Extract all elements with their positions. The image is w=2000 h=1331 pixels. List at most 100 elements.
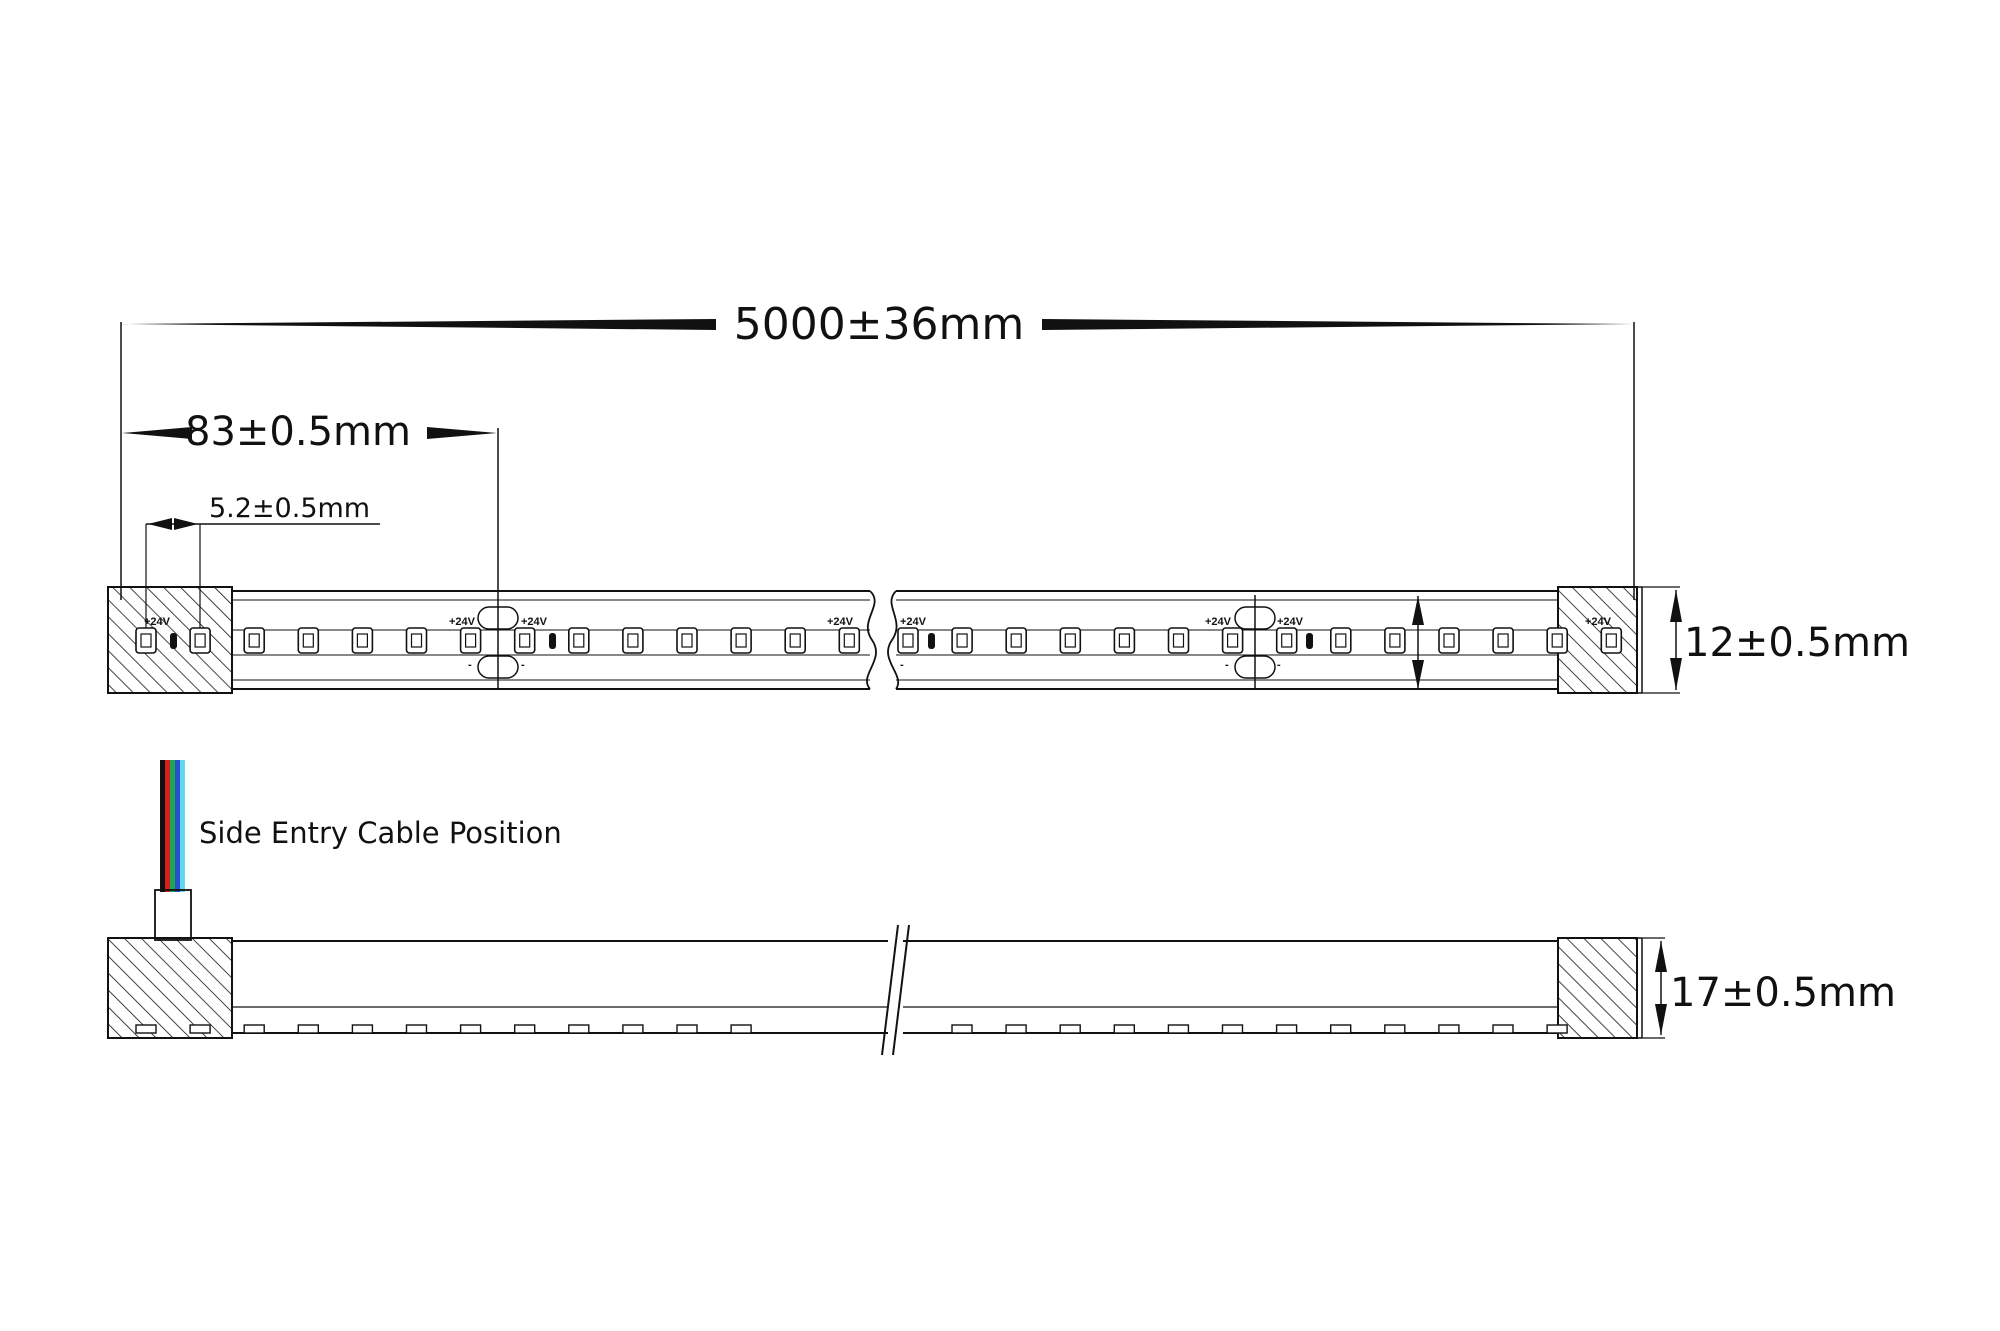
voltage-mark: +24V [1585,616,1612,628]
overall-length-label: 5000±36mm [734,299,1025,350]
pitch-arrow-left [148,518,172,530]
end-cap-right [1557,586,1638,694]
end-cap-left-side [107,937,233,1039]
cable-wires [160,760,185,892]
width-label: 12±0.5mm [1684,620,1910,666]
led-chip [351,627,374,654]
led-chip-side [351,1024,374,1034]
resistor [1306,633,1313,649]
strip-top-view: +24V +24V +24V +24V +24V +24V +24V +24V … [107,586,1643,694]
led-chip [459,627,482,654]
break-line-right [887,590,899,690]
led-chip [243,627,265,654]
overall-length-dimension: 5000±36mm [120,299,1635,600]
led-chip [622,627,644,654]
led-chip-side [514,1024,536,1034]
led-chip [297,627,320,654]
cable-wire [170,760,175,892]
led-chip [838,627,861,654]
voltage-mark: +24V [521,616,548,628]
led-chip-side [1438,1024,1460,1034]
cut-arrow-right [427,427,497,439]
led-chip-side [1167,1024,1190,1034]
strip-side-view [107,924,1643,1056]
resistor [928,633,935,649]
led-chip-side [243,1024,265,1034]
height-label: 17±0.5mm [1670,970,1896,1016]
resistor [549,633,556,649]
minus-mark: - [468,659,472,671]
cable-wire [180,760,185,892]
voltage-mark: +24V [827,616,854,628]
break-slash-1 [881,924,899,1056]
cable-wire [165,760,170,892]
led-chip [1113,627,1136,654]
cable-sleeve [154,889,192,941]
overall-arrow-right [1042,319,1634,330]
led-chip [730,627,752,654]
led-chip [1438,627,1460,654]
minus-mark: - [521,659,525,671]
led-chip-side [189,1024,211,1034]
break-slash-2 [892,924,910,1056]
led-chip-side [297,1024,319,1034]
led-chip [1275,627,1298,654]
led-chip-side [568,1024,590,1034]
side-entry-label: Side Entry Cable Position [199,816,562,850]
minus-mark: - [900,659,904,671]
led-chip [1059,627,1082,654]
led-chip-side [951,1024,973,1034]
led-pitch-dimension: 5.2±0.5mm [145,493,380,650]
led-chip [513,627,536,654]
led-chip [1167,627,1190,654]
led-chip-side [1546,1024,1568,1034]
led-chip [676,627,698,654]
voltage-mark: +24V [1277,616,1304,628]
cut-pads-1 [477,595,1276,690]
side-entry-cable: Side Entry Cable Position [154,760,562,941]
led-chip [1384,627,1406,654]
led-chip [189,627,211,654]
led-chip [1600,627,1623,654]
cable-wire [175,760,180,892]
led-chip-side [1492,1024,1514,1034]
led-chip [135,627,157,654]
led-chip-side [459,1024,482,1034]
minus-mark: - [1225,659,1229,671]
led-chip-side [1005,1024,1027,1034]
end-cap-right-side [1557,937,1638,1039]
voltage-mark: +24V [449,616,476,628]
break-line-left [866,590,877,690]
minus-mark: - [1277,659,1281,671]
led-chips-side [135,1024,1568,1034]
cut-arrow-left [122,427,192,439]
voltage-mark: +24V [1205,616,1232,628]
pitch-arrow-right [174,518,198,530]
strip-body-left [232,590,870,690]
led-chip [1330,627,1352,654]
led-chip-side [1113,1024,1136,1034]
led-chip-side [1384,1024,1406,1034]
led-chip [951,627,973,654]
led-chip [405,627,428,654]
led-pitch-label: 5.2±0.5mm [209,493,370,524]
cut-length-label: 83±0.5mm [185,409,411,455]
led-chip-side [622,1024,644,1034]
cut-length-dimension: 83±0.5mm [122,409,499,690]
overall-arrow-left [121,319,716,330]
led-chip [1492,627,1514,654]
voltage-mark: +24V [900,616,927,628]
led-chip [1221,627,1244,654]
led-chip-side [1221,1024,1244,1034]
led-chip [1546,627,1568,654]
led-chip-side [405,1024,428,1034]
led-chip-side [135,1024,157,1034]
led-chip-side [1329,1024,1352,1034]
led-chips-top [135,627,1623,654]
voltage-mark: +24V [144,616,171,628]
cable-wire [160,760,165,892]
width-dimension: 12±0.5mm [1412,586,1910,694]
led-chip-side [730,1024,752,1034]
led-chip-side [1059,1024,1081,1034]
